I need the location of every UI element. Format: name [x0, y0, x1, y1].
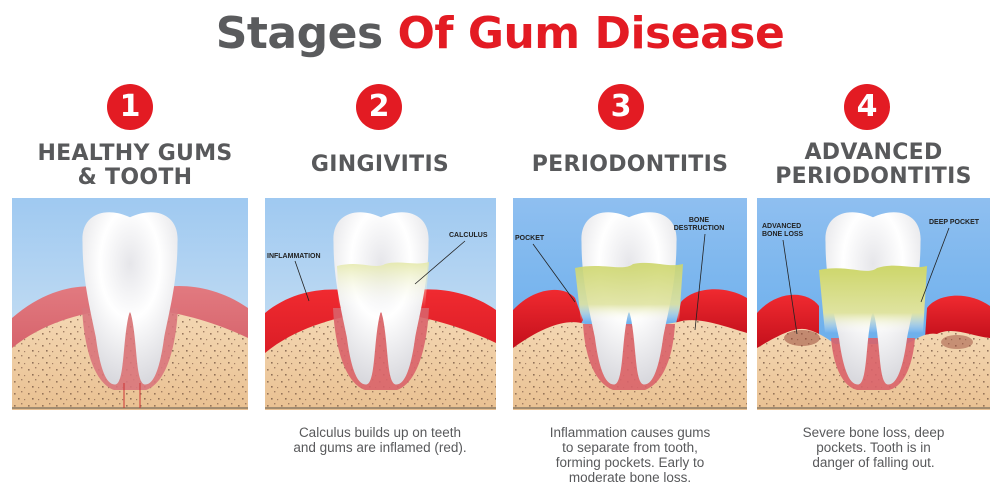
stage-heading: PERIODONTITIS [513, 153, 747, 177]
description-line: Calculus builds up on teeth [298, 425, 462, 440]
heading-line1: PERIODONTITIS [531, 152, 729, 177]
label-bone-loss: BONE LOSS [762, 231, 804, 238]
description-line: Inflammation causes gums [549, 425, 711, 440]
stage-description: Severe bone loss, deep pockets. Tooth is… [757, 425, 990, 470]
illustration-periodontitis: POCKET BONE DESTRUCTION [513, 198, 747, 420]
heading-line1: GINGIVITIS [310, 152, 450, 177]
page-title: Stages Of Gum Disease [0, 8, 1000, 60]
description-line: danger of falling out. [812, 455, 935, 470]
stage-description: Inflammation causes gums to separate fro… [513, 425, 747, 485]
heading-line1: HEALTHY GUMS [37, 141, 233, 166]
label-advanced: ADVANCED [762, 223, 801, 230]
illustration-gingivitis: INFLAMMATION CALCULUS [265, 198, 496, 420]
description-line: pockets. Tooth is in [816, 440, 931, 455]
stage-description: Calculus builds up on teeth and gums are… [265, 425, 495, 455]
description-line: moderate bone loss. [568, 470, 692, 485]
stage-heading: GINGIVITIS [265, 153, 495, 177]
stage-number-badge: 4 [844, 84, 890, 130]
stage-heading: HEALTHY GUMS & TOOTH [12, 142, 258, 190]
label-bone: BONE [689, 217, 710, 224]
heading-line2: & TOOTH [77, 165, 193, 190]
description-line: and gums are inflamed (red). [293, 440, 467, 455]
description-line: Severe bone loss, deep [802, 425, 945, 440]
stage-number-badge: 1 [107, 84, 153, 130]
label-destruction: DESTRUCTION [674, 225, 725, 232]
stage-number-badge: 3 [598, 84, 644, 130]
illustration-advanced-periodontitis: ADVANCED BONE LOSS DEEP POCKET [757, 198, 990, 420]
heading-line2: PERIODONTITIS [775, 164, 972, 189]
label-deep-pocket: DEEP POCKET [929, 219, 980, 226]
title-part-gum-disease: Of Gum Disease [397, 8, 785, 59]
description-line: forming pockets. Early to [555, 455, 705, 470]
illustration-healthy-tooth [12, 198, 248, 420]
label-calculus: CALCULUS [449, 232, 488, 239]
label-inflammation: INFLAMMATION [267, 253, 321, 260]
stage-heading: ADVANCED PERIODONTITIS [757, 141, 990, 189]
label-pocket: POCKET [515, 235, 545, 242]
heading-line1: ADVANCED [804, 140, 943, 165]
description-line: to separate from tooth, [562, 440, 698, 455]
stage-number-badge: 2 [356, 84, 402, 130]
title-part-stages: Stages [215, 8, 383, 59]
